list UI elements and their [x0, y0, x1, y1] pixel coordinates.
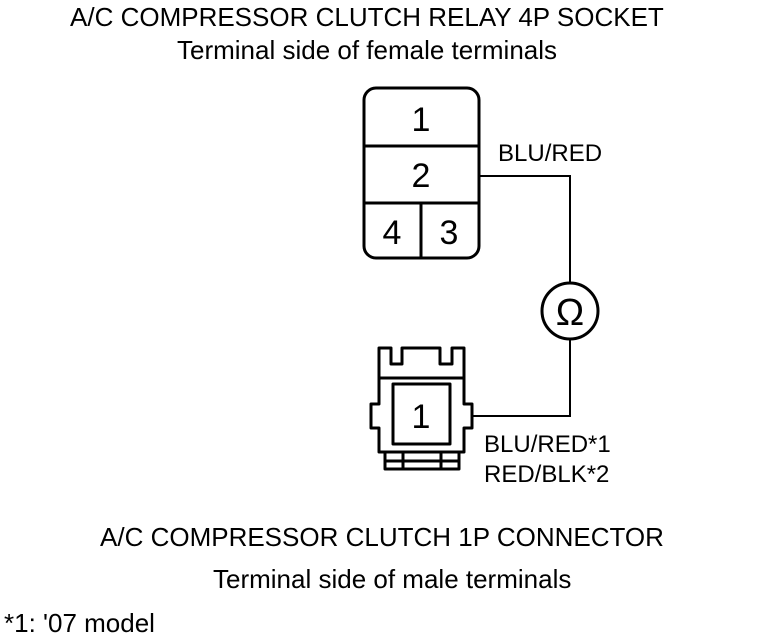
clutch-connector-title: A/C COMPRESSOR CLUTCH 1P CONNECTOR: [100, 522, 664, 552]
ohm-symbol: Ω: [556, 292, 584, 334]
connector-wire-label-1: BLU/RED*1: [484, 431, 611, 458]
relay-terminal-4: 4: [383, 214, 402, 252]
relay-terminal-3: 3: [440, 214, 459, 252]
model-note: *1: '07 model: [4, 608, 155, 638]
relay-socket-subtitle: Terminal side of female terminals: [177, 35, 558, 65]
relay-terminal-1: 1: [412, 101, 431, 139]
connector-terminal-1: 1: [412, 398, 431, 436]
relay-socket: 1 2 4 3: [362, 86, 481, 260]
clutch-connector: 1: [369, 346, 474, 471]
relay-wire-label: BLU/RED: [498, 140, 603, 167]
relay-terminal-2: 2: [412, 157, 431, 195]
clutch-connector-subtitle: Terminal side of male terminals: [213, 564, 572, 594]
wire-to-connector-terminal-1: [466, 340, 571, 417]
relay-socket-title: A/C COMPRESSOR CLUTCH RELAY 4P SOCKET: [70, 2, 664, 32]
ohmmeter-icon: Ω: [540, 281, 600, 341]
connector-wire-label-2: RED/BLK*2: [484, 461, 610, 488]
wire-to-relay-terminal-2: [479, 175, 571, 283]
